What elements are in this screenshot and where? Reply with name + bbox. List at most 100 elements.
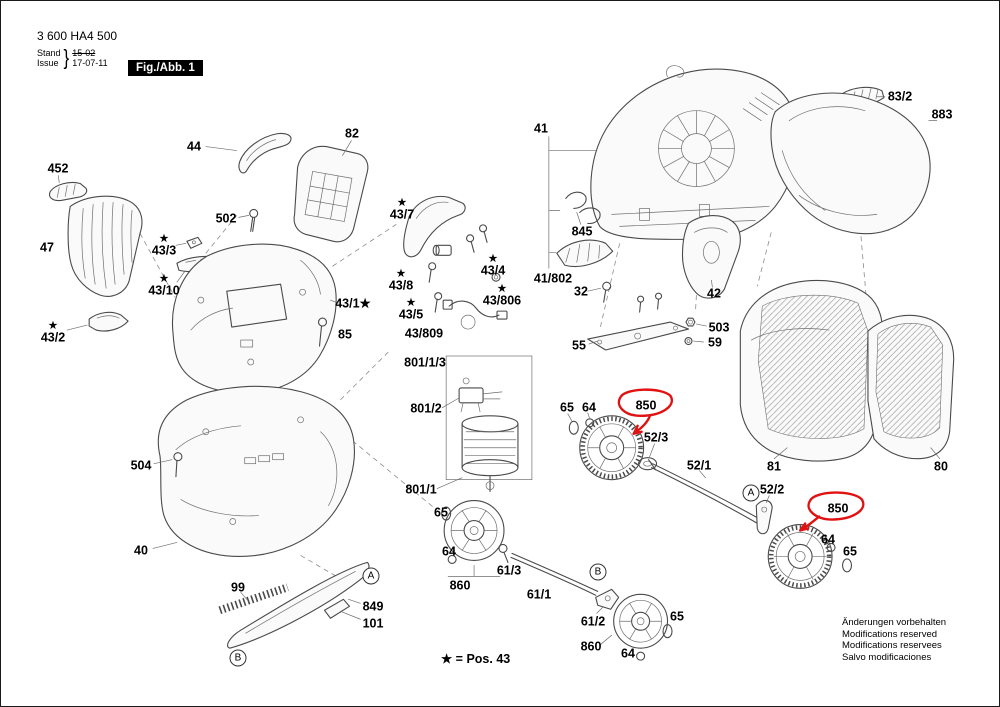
part-label-42: 42 [707,286,721,301]
star-marker: ★ [397,197,407,209]
part-rod-61-1 [510,552,599,596]
part-screw-85 [317,317,328,347]
star-marker: ★ [159,233,169,245]
part-switch-801-2 [458,377,503,413]
part-grassbox-81 [739,279,883,462]
part-label-860: 860 [580,639,602,654]
notice-line-de: Änderungen vorbehalten [842,617,947,628]
notice-line-en: Modifications reserved [842,628,938,640]
part-comb-41-802 [556,239,614,267]
part-label-61-2: 61/2 [580,614,606,629]
part-label-43-8: ★43/8 [388,268,414,293]
notice-line-fr: Modifications reservees [842,640,942,651]
part-label-61-3: 61/3 [496,563,522,578]
part-label-83-2: 83/2 [887,89,913,104]
part-bracket-43-7 [403,195,466,258]
part-label-65: 65 [434,505,448,520]
part-label-40: 40 [134,543,148,558]
document-number: 3 600 HA4 500 [37,29,118,43]
part-label-43-1-: 43/1★ [335,296,371,311]
ref-letter-B: B [229,649,247,667]
star-marker: ★ [48,320,58,332]
part-label-64: 64 [442,544,456,559]
part-label-59: 59 [708,335,722,350]
part-screw-43-8 [428,262,437,283]
part-screw-32 [587,281,612,303]
part-label-52-1: 52/1 [686,458,712,473]
part-label-43-806: ★43/806 [482,283,522,308]
part-control-panel-82 [293,140,369,243]
part-label-504: 504 [130,458,152,473]
part-label-65: 65 [843,544,857,559]
part-spring-99 [218,583,289,615]
part-grommet-43-806 [491,272,501,282]
part-washer-59 [684,336,704,346]
part-blade-55 [587,321,690,351]
part-label-32: 32 [574,284,588,299]
issue-value: 17-07-11 [72,58,108,68]
notice-line-es: Salvo modificaciones [842,651,932,663]
part-label-43-3: ★43/3 [151,233,177,258]
part-screws-small [637,292,663,313]
part-motor-group-801 [436,355,533,493]
ref-letter-A: A [362,567,380,585]
annotation-red-circle-850-top [617,388,673,435]
brace-glyph: } [63,45,70,70]
part-label-52-3: 52/3 [643,430,669,445]
part-label-43-4: ★43/4 [480,253,506,278]
part-label-64: 64 [621,646,635,661]
part-wheel-850-right [767,523,853,589]
annotation-red-circle-850-right [798,491,865,532]
star-marker: ★ [159,273,169,285]
part-screws-43-4 [466,224,488,253]
part-label-41: 41 [534,121,548,136]
part-wheel-860-left [441,500,505,577]
star-legend: ★ = Pos. 43 [441,652,511,666]
issue-block: Stand Issue } 15-02 17-07-11 [37,45,117,70]
part-label-503: 503 [708,320,730,335]
part-label-850: 850 [635,398,657,413]
part-label-65: 65 [670,609,684,624]
part-label-43-809: 43/809 [404,326,444,341]
part-screw-43-5 [434,292,443,313]
part-label-801-2: 801/2 [410,401,442,416]
part-nut-503 [685,317,707,327]
part-label-52-2: 52/2 [759,482,785,497]
part-cable-43-809 [442,299,508,330]
star-marker: ★ [488,253,498,265]
part-clip-43-3 [175,236,203,249]
stand-label: Stand [37,48,61,58]
modification-notice: Änderungen vorbehalten Modifications res… [842,617,946,663]
part-hooks-845 [565,191,601,225]
part-front-cover-47 [67,195,143,297]
part-label-47: 47 [40,240,54,255]
part-label-61-1: 61/1 [526,587,552,602]
ref-letter-B: B [589,563,607,581]
header: 3 600 HA4 500 Stand Issue } 15-02 17-07-… [37,29,118,70]
part-clip-43-2 [66,311,129,332]
part-grip-452 [49,175,88,202]
part-label-43-5: ★43/5 [398,297,424,322]
part-middle-deck-43-1 [171,243,339,394]
part-lower-deck-40 [152,385,355,557]
part-wheel-850-top [567,412,645,481]
part-label-80: 80 [934,459,948,474]
part-grassbox-80 [867,314,955,460]
part-label-43-7: ★43/7 [389,197,415,222]
star-marker: ★ [396,268,406,280]
part-label-64: 64 [821,532,835,547]
part-screw-502 [238,208,259,232]
part-label-43-2: ★43/2 [40,320,66,345]
stand-value: 15-02 [72,48,96,58]
part-wheel-860-bottom [599,593,673,661]
part-deflector-42 [681,215,741,299]
part-label-64: 64 [582,400,596,415]
part-lever-52-2 [755,495,773,535]
part-screw-504 [153,452,183,478]
part-label-41-802: 41/802 [533,271,573,286]
ref-letter-A: A [742,484,760,502]
part-label-44: 44 [187,139,201,154]
part-axle-52-1 [648,459,765,527]
